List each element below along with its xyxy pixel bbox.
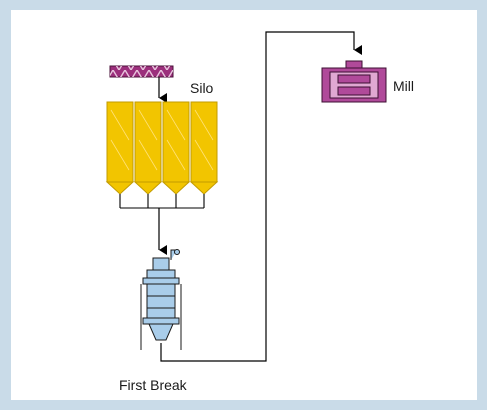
process-diagram: Silo	[105, 31, 414, 393]
first-break-machine	[140, 249, 182, 350]
break-to-mill-line	[160, 31, 362, 362]
screw-conveyor	[109, 65, 174, 78]
mill-label: Mill	[393, 78, 414, 94]
silo-label: Silo	[190, 80, 214, 96]
silo-collector-lines	[119, 194, 205, 209]
silo-4	[189, 101, 219, 195]
mill-machine	[321, 60, 387, 103]
first-break-label: First Break	[119, 377, 188, 393]
silo-2	[133, 101, 163, 195]
diagram-panel: Silo	[11, 10, 477, 400]
silo-bank	[105, 101, 219, 195]
silo-3	[161, 101, 191, 195]
silo-1	[105, 101, 135, 195]
